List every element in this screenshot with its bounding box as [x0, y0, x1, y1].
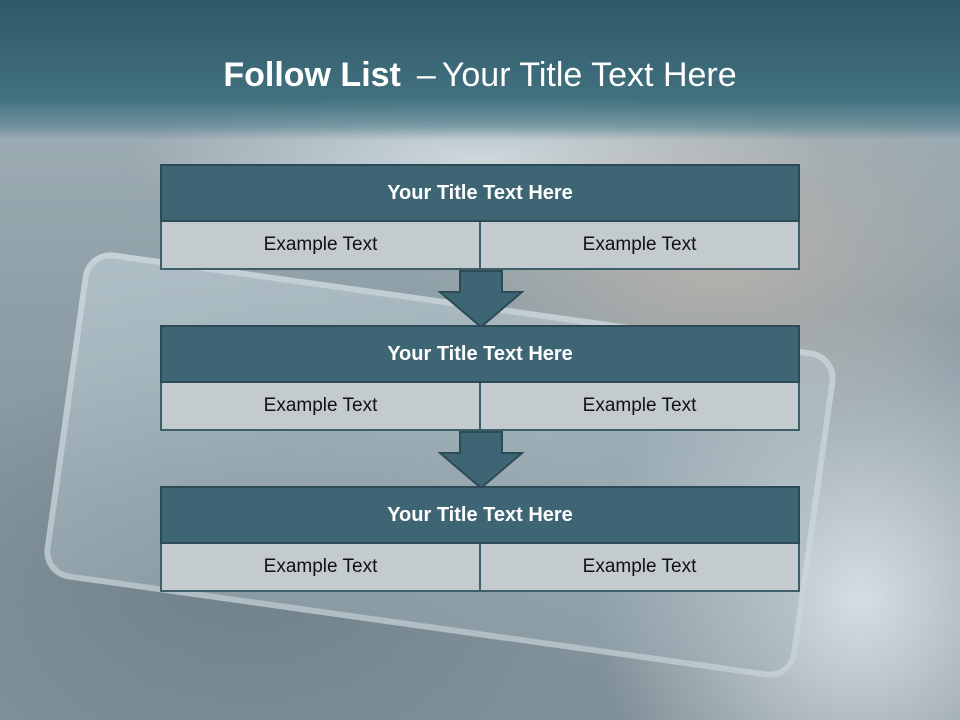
- step-block-1: Your Title Text Here Example Text Exampl…: [160, 164, 800, 270]
- step-cell-left: Example Text: [160, 544, 481, 592]
- step-row: Example Text Example Text: [160, 222, 800, 270]
- step-title: Your Title Text Here: [160, 486, 800, 544]
- down-arrow-icon: [438, 431, 524, 489]
- step-cell-right: Example Text: [481, 222, 800, 270]
- step-cell-right: Example Text: [481, 544, 800, 592]
- step-title: Your Title Text Here: [160, 164, 800, 222]
- header-band: [0, 0, 960, 140]
- slide-title-rest: Your Title Text Here: [441, 56, 737, 94]
- slide-title-bold: Follow List: [223, 56, 401, 94]
- step-cell-left: Example Text: [160, 383, 481, 431]
- step-cell-left: Example Text: [160, 222, 481, 270]
- step-title: Your Title Text Here: [160, 325, 800, 383]
- step-cell-right: Example Text: [481, 383, 800, 431]
- step-block-2: Your Title Text Here Example Text Exampl…: [160, 325, 800, 431]
- slide-title: Follow List–Your Title Text Here: [0, 52, 960, 98]
- step-block-3: Your Title Text Here Example Text Exampl…: [160, 486, 800, 592]
- slide-title-separator: –: [416, 56, 436, 94]
- step-row: Example Text Example Text: [160, 383, 800, 431]
- step-row: Example Text Example Text: [160, 544, 800, 592]
- down-arrow-icon: [438, 270, 524, 328]
